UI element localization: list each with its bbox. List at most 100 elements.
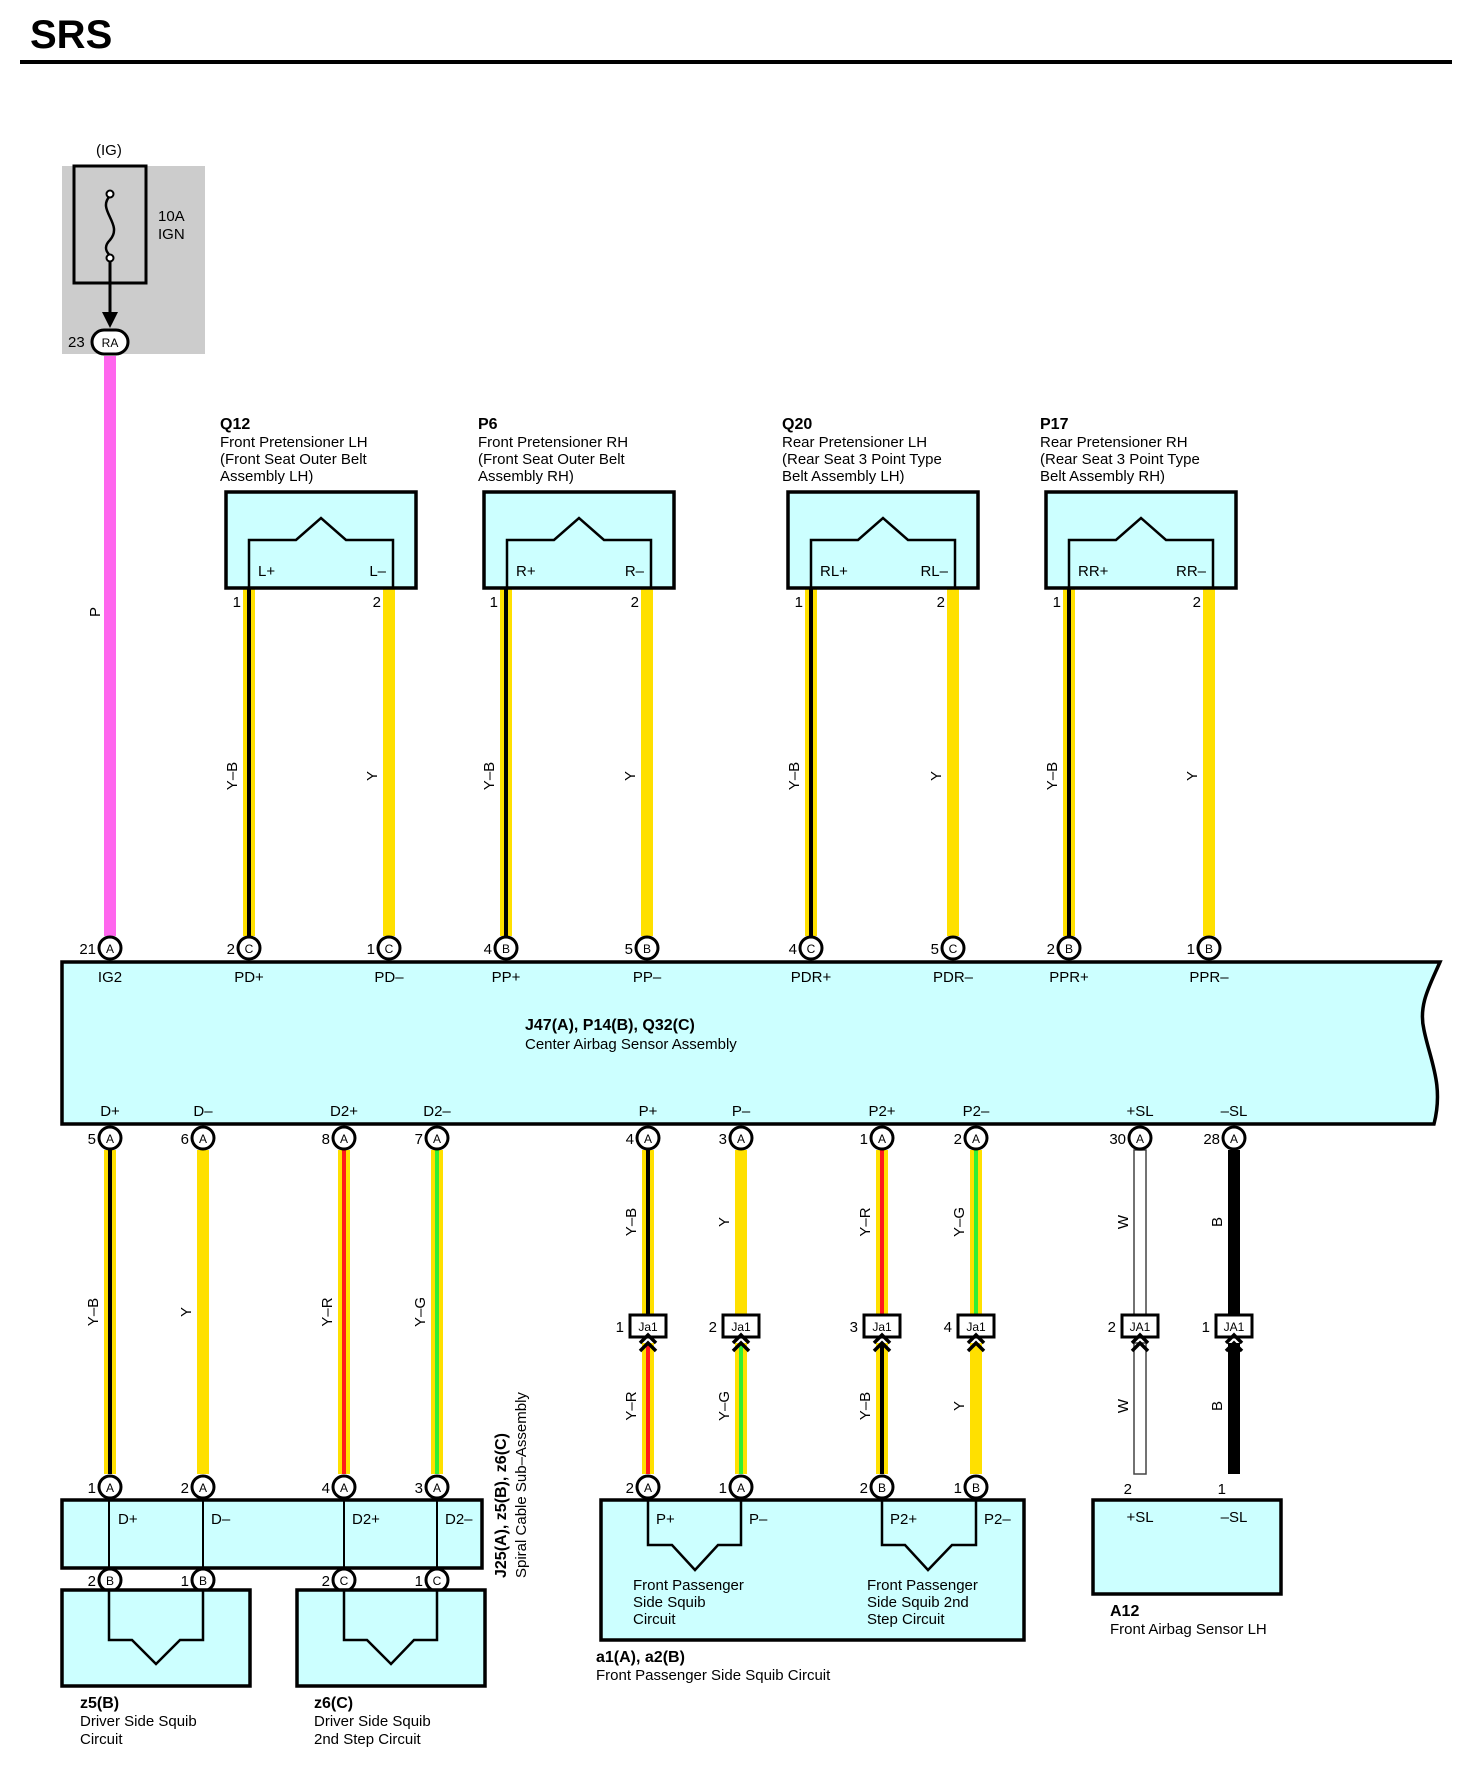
spiral-bottom-pin-0-letter: B <box>106 1574 114 1588</box>
pretensioner-line3: Belt Assembly LH) <box>782 468 905 485</box>
spiral-top-pin-1-circle <box>190 1474 216 1500</box>
center-bottom-pin-3-label: D2– <box>423 1103 451 1120</box>
z5-id: z5(B) <box>80 1695 119 1712</box>
center-top-pin-7-label: PPR+ <box>1049 969 1089 986</box>
passenger-pin-2: B2 <box>860 1474 895 1500</box>
passenger-pin-0-letter: A <box>644 1481 652 1495</box>
center-top-pin-1-letter: C <box>245 942 254 956</box>
z6-line2: 2nd Step Circuit <box>314 1731 422 1748</box>
center-bottom-pin-0-letter: A <box>106 1132 114 1146</box>
spiral-bottom-pin-1: B1 <box>181 1567 216 1593</box>
center-bottom-pin-6-letter: A <box>878 1132 886 1146</box>
center-bottom-pin-4-circle <box>635 1125 661 1151</box>
center-bottom-pin-9-letter: A <box>1230 1132 1238 1146</box>
pretensioner-2-wire-a-label: Y–B <box>786 762 803 790</box>
driver-wire-label-1: Y <box>178 1307 195 1317</box>
center-bottom-pin-2-circle <box>331 1125 357 1151</box>
pretensioner-2-wire-a-stripe <box>809 588 813 936</box>
center-top-pin-2-letter: C <box>385 942 394 956</box>
junction-lower-wire-1 <box>735 1343 747 1474</box>
passenger-pin-1-circle <box>728 1474 754 1500</box>
center-top-pin-4-number: 5 <box>625 941 633 958</box>
center-top-pin-8-letter: B <box>1205 942 1213 956</box>
passenger-squib2-line3: Step Circuit <box>867 1611 945 1628</box>
junction-lower-wire-3-body <box>970 1343 982 1474</box>
junction-lower-wire-4-body <box>1133 1342 1147 1475</box>
passenger-squib2-icon <box>880 1500 978 1572</box>
passenger-box <box>599 1498 1026 1642</box>
pretensioner-1-wire-b-body <box>641 588 653 936</box>
spiral-terminal-label-0: D+ <box>118 1511 138 1528</box>
a12-terminal-label-1: –SL <box>1221 1509 1248 1526</box>
center-top-pin-8-circle <box>1196 935 1222 961</box>
pretensioner-3-wire-b-body <box>1203 588 1215 936</box>
pretensioner-1-wire-b-label: Y <box>622 771 639 781</box>
spiral-bottom-pin-2: C2 <box>322 1567 357 1593</box>
driver-wire-0 <box>104 1150 116 1474</box>
junction-upper-wire-1 <box>735 1150 747 1315</box>
pretensioner-squib-icon <box>809 516 957 588</box>
junction-connector-label: JA1 <box>1224 1320 1245 1334</box>
junction-upper-wire-5-body <box>1228 1150 1240 1315</box>
driver-wire-1 <box>197 1150 209 1474</box>
pretensioner-1-wire-b <box>641 588 653 936</box>
center-bottom-pin-5-label: P– <box>732 1103 751 1120</box>
junction-upper-wire-3-stripe <box>974 1150 978 1315</box>
spiral-bottom-pin-1-letter: B <box>199 1574 207 1588</box>
driver-wire-2-stripe <box>342 1150 346 1474</box>
spiral-top-pin-0-number: 1 <box>88 1480 96 1497</box>
passenger-name: Front Passenger Side Squib Circuit <box>596 1667 831 1684</box>
center-assembly-name: Center Airbag Sensor Assembly <box>525 1036 737 1053</box>
fuse-pin-number: 23 <box>68 334 85 351</box>
passenger-squib1-line2: Side Squib <box>633 1594 706 1611</box>
junction-upper-wire-5 <box>1228 1150 1240 1315</box>
spiral-bottom-pin-0: B2 <box>88 1567 123 1593</box>
center-top-pin-8-label: PPR– <box>1189 969 1229 986</box>
z6-driver-squib-2nd: z6(C) Driver Side Squib 2nd Step Circuit <box>295 1588 487 1748</box>
spiral-top-pin-2-number: 4 <box>322 1480 330 1497</box>
junction-connector-label: Ja1 <box>731 1320 751 1334</box>
spiral-bottom-pin-3-number: 1 <box>415 1573 423 1590</box>
center-assembly-box <box>60 960 1443 1126</box>
center-top-pin-6-number: 5 <box>931 941 939 958</box>
pretensioner-term-a: RR+ <box>1078 563 1109 580</box>
junction-lower-wire-label-3: Y <box>951 1401 968 1411</box>
spiral-top-pin-2: A4 <box>322 1474 357 1500</box>
pretensioner-3-wire-a <box>1063 588 1075 936</box>
junction-upper-wire-3 <box>970 1150 982 1315</box>
center-top-pin-4-letter: B <box>643 942 651 956</box>
center-assembly-id: J47(A), P14(B), Q32(C) <box>525 1017 695 1034</box>
junction-upper-wire-4-body <box>1133 1149 1147 1316</box>
center-bottom-pin-9-label: –SL <box>1221 1103 1248 1120</box>
spiral-top-pin-1-number: 2 <box>181 1480 189 1497</box>
spiral-terminal-label-3: D2– <box>445 1511 473 1528</box>
junction-upper-wire-0-stripe <box>646 1150 650 1315</box>
center-top-pin-2-number: 1 <box>367 941 375 958</box>
center-bottom-pin-4: A4P+ <box>626 1103 661 1151</box>
center-bottom-pin-4-letter: A <box>644 1132 652 1146</box>
junction-upper-wire-2-stripe <box>880 1150 884 1315</box>
center-bottom-pin-2-label: D2+ <box>330 1103 358 1120</box>
center-bottom-pin-2-letter: A <box>340 1132 348 1146</box>
passenger-pin-3-letter: B <box>972 1481 980 1495</box>
driver-wire-2 <box>338 1150 350 1474</box>
passenger-squib1-line1: Front Passenger <box>633 1577 744 1594</box>
center-top-pin-3-circle <box>493 935 519 961</box>
center-top-pin-0-number: 21 <box>79 941 96 958</box>
z5-line1: Driver Side Squib <box>80 1713 197 1730</box>
pretensioner-line2: (Rear Seat 3 Point Type <box>782 451 942 468</box>
center-bottom-pin-0-number: 5 <box>88 1131 96 1148</box>
junction-lower-wire-label-1: Y–G <box>716 1391 733 1421</box>
pretensioner-line3: Belt Assembly RH) <box>1040 468 1165 485</box>
a12-id: A12 <box>1110 1603 1139 1620</box>
spiral-top-pin-1-letter: A <box>199 1481 207 1495</box>
